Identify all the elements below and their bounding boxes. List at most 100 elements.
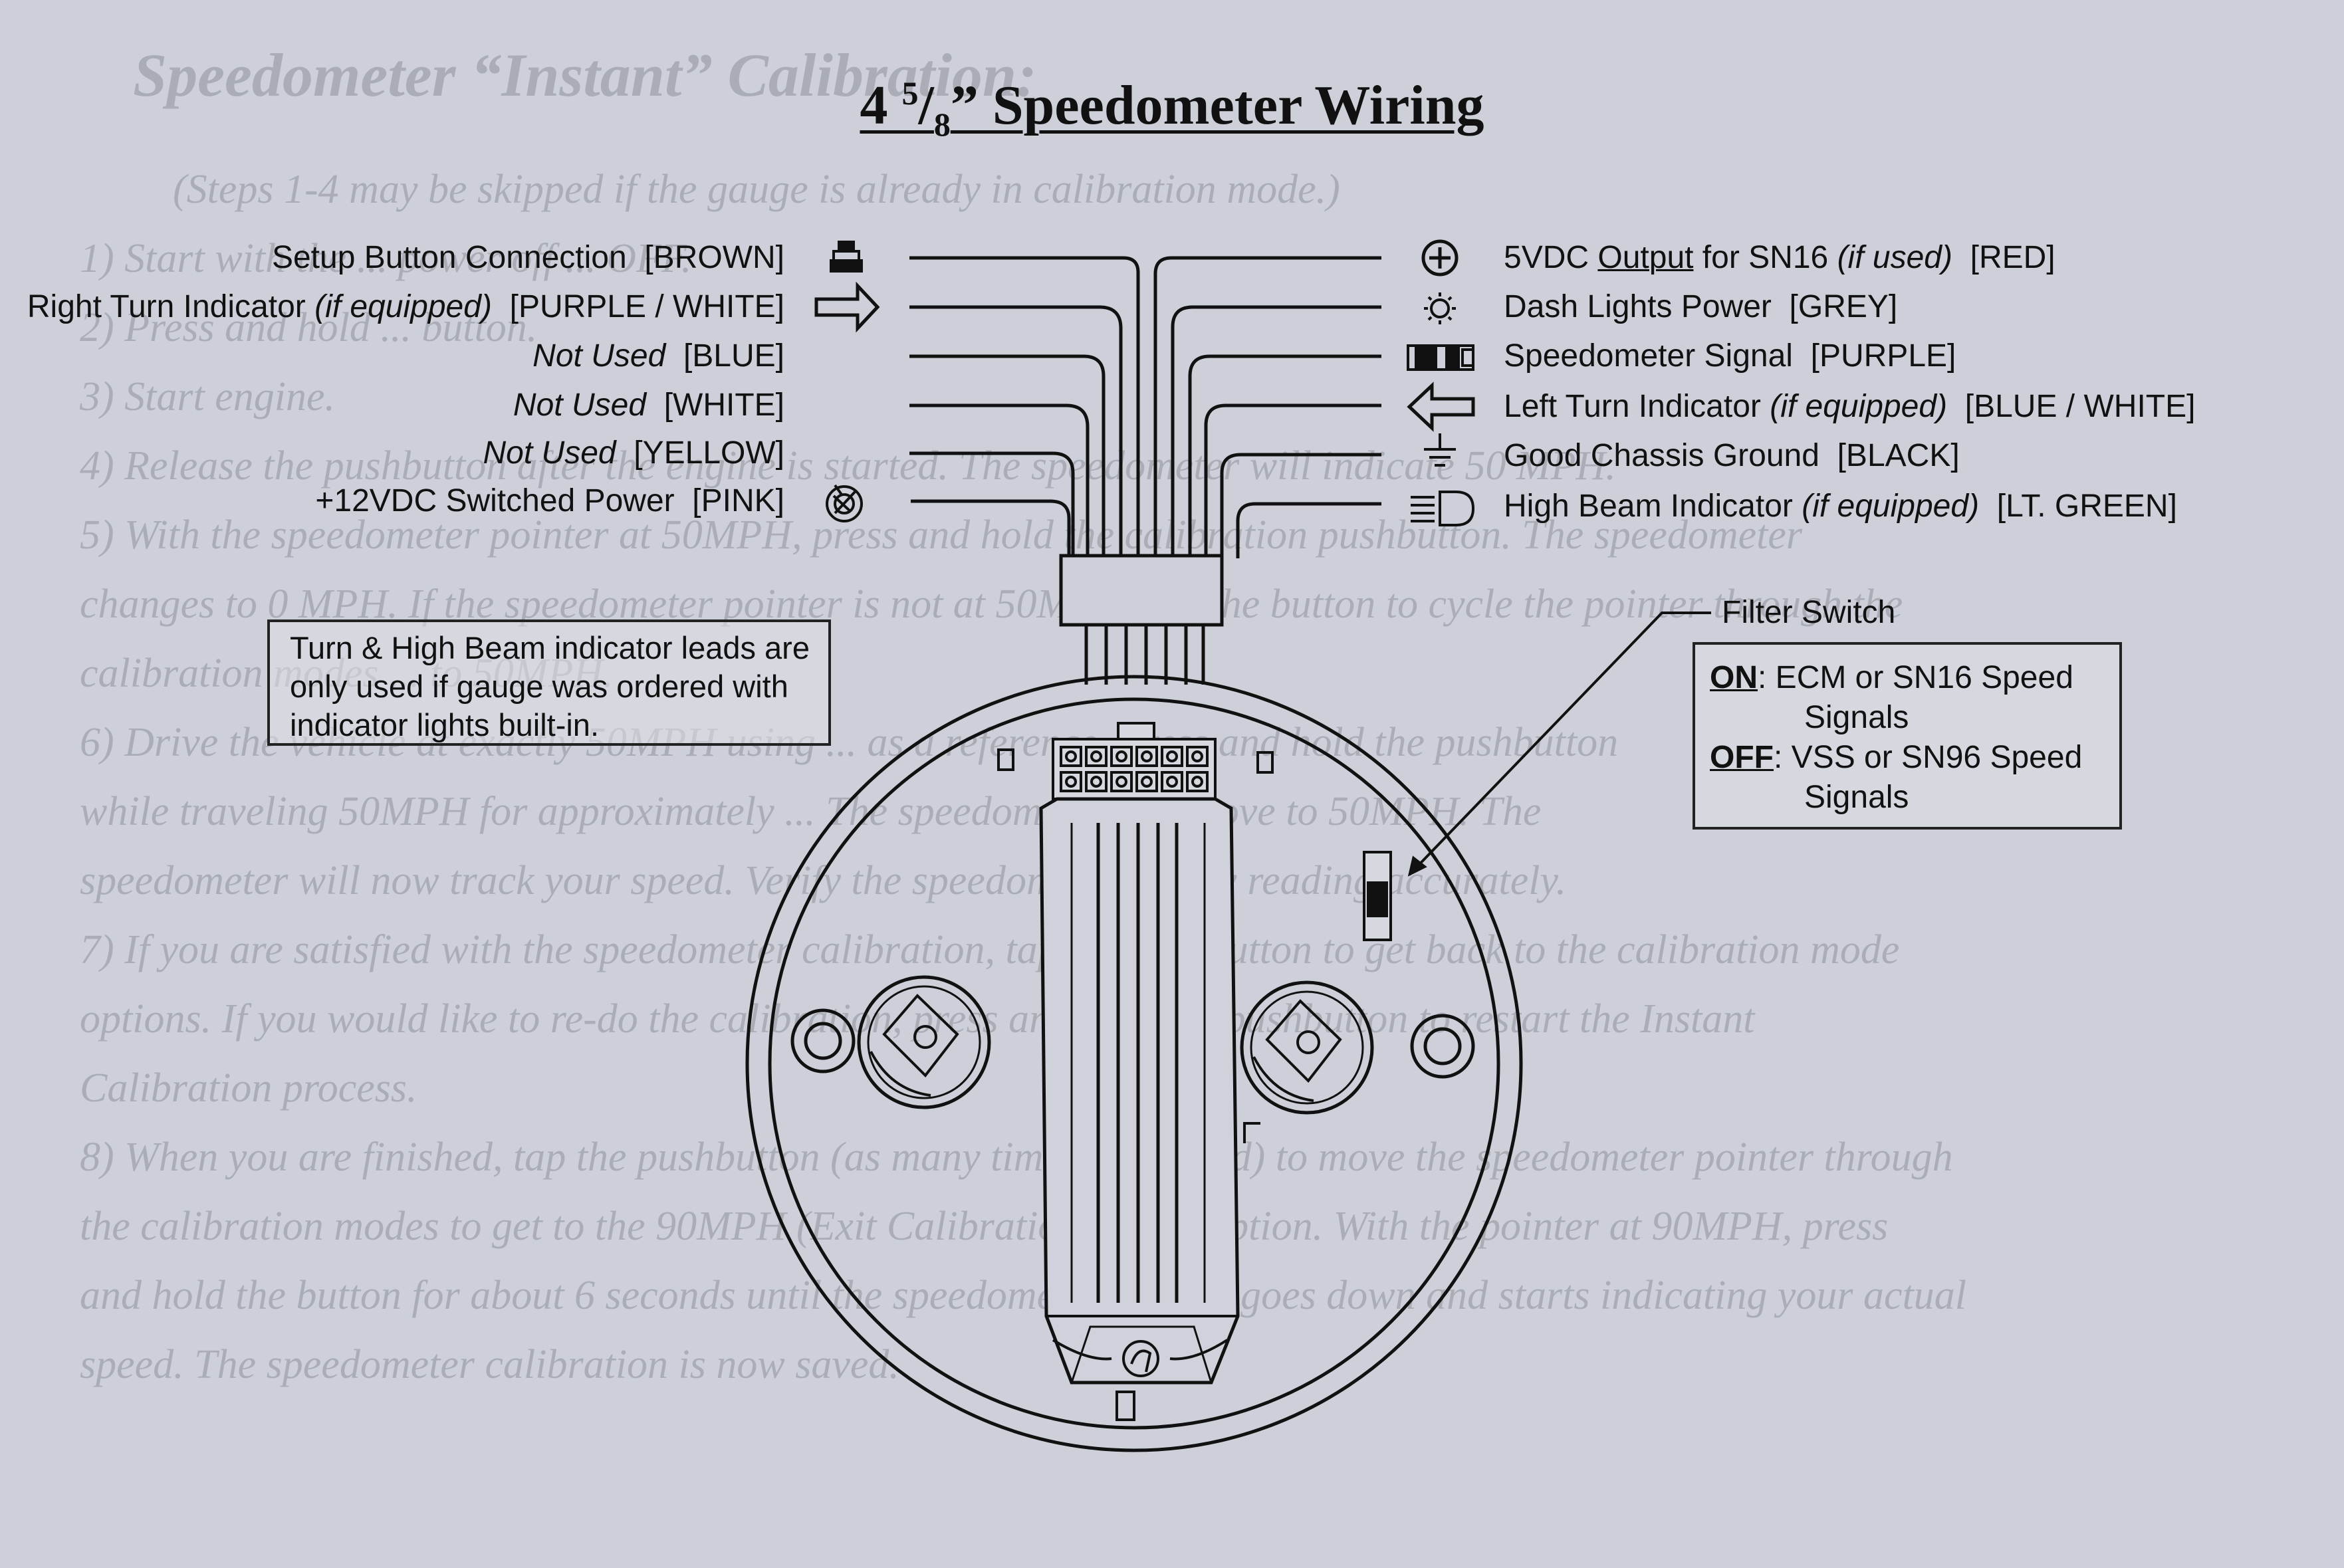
ghost-text-line: the calibration modes to get to the 90MP… xyxy=(80,1204,1889,1249)
harness-connector xyxy=(1059,554,1224,627)
ghost-text-line: 1) Start with the ... power off ... OFF. xyxy=(80,236,692,281)
ghost-text-line: changes to 0 MPH. If the speedometer poi… xyxy=(80,582,1903,627)
socket-pin xyxy=(1060,746,1082,767)
socket-pin xyxy=(1186,771,1209,792)
bottom-tab xyxy=(1115,1391,1135,1421)
socket-pin xyxy=(1135,771,1158,792)
gauge-inner-ring xyxy=(768,697,1500,1430)
connector-pins xyxy=(1084,625,1205,685)
button-icon xyxy=(830,241,863,273)
label-setup-button: Setup Button Connection [BROWN] xyxy=(271,240,784,275)
label-not-used-white: Not Used [WHITE] xyxy=(513,388,784,423)
ghost-text-line: speed. The speedometer calibration is no… xyxy=(80,1342,899,1387)
socket-pin xyxy=(1085,746,1108,767)
title-slash: / xyxy=(918,74,934,136)
mounting-stud-right xyxy=(1240,980,1374,1115)
note-line: Turn & High Beam indicator leads are xyxy=(290,630,810,665)
socket-pin-hole xyxy=(1141,776,1153,788)
socket-pin xyxy=(1161,771,1183,792)
ghost-text-line: 2) Press and hold ... button. xyxy=(80,305,538,350)
ghost-text-line: 5) With the speedometer pointer at 50MPH… xyxy=(80,512,1803,558)
label-left-turn: Left Turn Indicator (if equipped) [BLUE … xyxy=(1504,389,2196,424)
ghost-text-line: Calibration process. xyxy=(80,1065,417,1111)
filter-off-row-cont: Signals xyxy=(1804,780,1909,815)
ground-icon xyxy=(1424,433,1456,467)
high-beam-icon xyxy=(1411,491,1475,526)
title-rest: ” Speedometer Wiring xyxy=(950,74,1484,136)
socket-pin-hole xyxy=(1166,776,1178,788)
socket-pin xyxy=(1085,771,1108,792)
socket-pin xyxy=(1110,771,1133,792)
ghost-text-line: 3) Start engine. xyxy=(80,374,335,419)
mounting-stud-left xyxy=(857,975,991,1109)
ghost-text-line: 8) When you are finished, tap the pushbu… xyxy=(80,1135,1953,1180)
filter-switch-label: Filter Switch xyxy=(1722,595,1896,630)
label-dash-lights: Dash Lights Power [GREY] xyxy=(1504,289,1898,324)
gauge-pin-socket xyxy=(1052,722,1217,800)
label-ground: Good Chassis Ground [BLACK] xyxy=(1504,438,1960,473)
socket-clip-right xyxy=(1256,751,1274,774)
ghost-text-line: 7) If you are satisfied with the speedom… xyxy=(80,927,1900,972)
filter-off-row: OFF: VSS or SN96 Speed xyxy=(1710,740,2083,775)
ghost-text-line: while traveling 50MPH for approximately … xyxy=(80,789,1542,834)
filter-switch-leader xyxy=(1408,612,1711,876)
label-not-used-blue: Not Used [BLUE] xyxy=(532,338,784,374)
mounting-hole-right xyxy=(1410,1014,1475,1079)
ghost-text-line: (Steps 1-4 may be skipped if the gauge i… xyxy=(173,167,1340,212)
left-arrow-icon xyxy=(1407,382,1475,432)
socket-pin-hole xyxy=(1065,776,1077,788)
filter-on-row-cont: Signals xyxy=(1804,700,1909,735)
ghost-text-line: and hold the button for about 6 seconds … xyxy=(80,1273,1967,1318)
socket-pin-hole xyxy=(1090,750,1102,762)
right-wire-bundle xyxy=(1153,256,1381,558)
indicator-note-box: Turn & High Beam indicator leads are onl… xyxy=(267,619,831,746)
socket-pin-hole xyxy=(1115,776,1127,788)
sensor-icon xyxy=(1407,344,1474,371)
circuit-channel xyxy=(1039,797,1240,1385)
manufacturer-logo xyxy=(1052,1339,1229,1377)
socket-pin-hole xyxy=(1115,750,1127,762)
socket-pin-hole xyxy=(1065,750,1077,762)
ghost-text-line: 4) Release the pushbutton after the engi… xyxy=(80,443,1616,489)
label-speedo-signal: Speedometer Signal [PURPLE] xyxy=(1504,338,1956,374)
socket-pin-hole xyxy=(1191,776,1203,788)
filter-switch xyxy=(1363,851,1392,941)
ghost-text-line: options. If you would like to re-do the … xyxy=(80,996,1755,1042)
socket-pin xyxy=(1186,746,1209,767)
socket-pin xyxy=(1161,746,1183,767)
label-not-used-yellow: Not Used [YELLOW] xyxy=(483,435,785,471)
board-corner-mark xyxy=(1243,1122,1260,1143)
socket-pin xyxy=(1060,771,1082,792)
title-main: 4 xyxy=(860,74,902,136)
note-line: indicator lights built-in. xyxy=(290,707,599,742)
title-denominator: 8 xyxy=(933,105,951,143)
plus-circle-icon xyxy=(1421,239,1459,277)
page-title: 4 5/8” Speedometer Wiring xyxy=(0,73,2344,144)
socket-pin xyxy=(1110,746,1133,767)
label-5vdc-output: 5VDC Output for SN16 (if used) [RED] xyxy=(1504,240,2055,275)
socket-clip-left xyxy=(997,748,1014,771)
label-switched-power: +12VDC Switched Power [PINK] xyxy=(315,483,784,518)
left-wire-bundle xyxy=(909,256,1140,558)
socket-pin-hole xyxy=(1090,776,1102,788)
filter-on-row: ON: ECM or SN16 Speed xyxy=(1710,660,2073,695)
sun-icon xyxy=(1424,292,1456,324)
socket-pin-hole xyxy=(1166,750,1178,762)
note-line: only used if gauge was ordered with xyxy=(290,669,788,704)
socket-pin-hole xyxy=(1141,750,1153,762)
right-arrow-icon xyxy=(814,281,880,333)
label-right-turn: Right Turn Indicator (if equipped) [PURP… xyxy=(27,289,784,324)
socket-pin-hole xyxy=(1191,750,1203,762)
gauge-outer-ring xyxy=(745,675,1523,1452)
socket-pin xyxy=(1135,746,1158,767)
filter-switch-arrowhead xyxy=(1407,855,1427,877)
label-high-beam: High Beam Indicator (if equipped) [LT. G… xyxy=(1504,489,2177,524)
ignition-key-icon xyxy=(826,484,863,522)
mounting-hole-left xyxy=(790,1008,856,1073)
title-numerator: 5 xyxy=(901,74,919,112)
ghost-heading: Speedometer “Instant” Calibration: xyxy=(133,41,1037,109)
filter-switch-box: ON: ECM or SN16 Speed Signals OFF: VSS o… xyxy=(1693,642,2122,830)
ghost-text-line: speedometer will now track your speed. V… xyxy=(80,858,1567,903)
